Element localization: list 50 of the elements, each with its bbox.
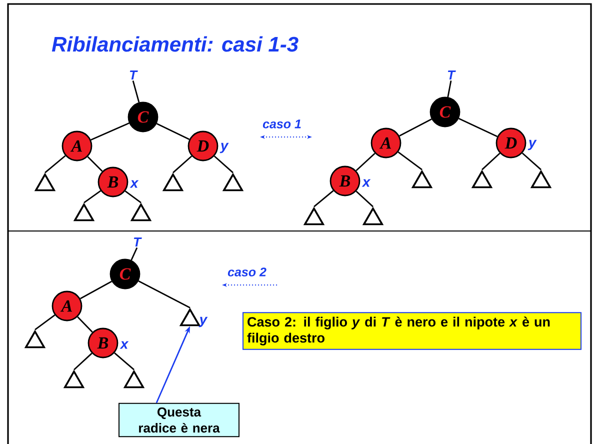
tree-edge — [447, 80, 452, 98]
case-label: caso 2 — [228, 268, 266, 276]
tree-node: B — [88, 328, 118, 358]
tree-edge — [214, 156, 234, 174]
variable-label: x — [362, 179, 371, 187]
tree-edge — [398, 152, 422, 170]
variable-label: y — [220, 142, 229, 154]
tree-edge — [44, 155, 66, 174]
tree-edge — [156, 122, 190, 140]
tree-edge — [90, 122, 130, 141]
tree-edge — [138, 280, 190, 308]
tree-edge — [314, 190, 334, 208]
root-label: T — [130, 70, 138, 80]
root-label: T — [448, 70, 456, 80]
tree-node: D — [496, 128, 526, 158]
tree-node: B — [330, 166, 360, 196]
note-box: Caso 2: il figlio y di T è nero e il nipote x è un filgio destro — [242, 312, 582, 350]
tree-node: C — [430, 96, 460, 128]
tree-edge — [522, 152, 542, 170]
tree-edge — [77, 316, 93, 333]
tree-edge — [356, 190, 374, 208]
tree-edge — [84, 190, 102, 204]
tree-node: C — [110, 258, 140, 290]
variable-label: y — [198, 316, 208, 328]
callout-box: Questa radice è nera — [118, 402, 240, 438]
tree-edge — [130, 247, 138, 260]
tree-edge — [74, 352, 92, 370]
tree-node: B — [98, 166, 128, 198]
tree-edge — [80, 280, 112, 300]
slide-title: Ribilanciamenti: casi 1-3 — [52, 36, 298, 52]
tree-edge — [458, 118, 498, 138]
tree-edge — [132, 80, 140, 103]
tree-edge — [114, 352, 134, 370]
tree-node: A — [62, 130, 92, 162]
tree-node: D — [188, 130, 218, 162]
root-label: T — [134, 238, 142, 246]
variable-label: y — [528, 140, 537, 150]
tree-edge — [399, 118, 432, 137]
tree-edge — [87, 156, 103, 172]
tree-edge — [356, 152, 376, 172]
tree-edge — [34, 314, 56, 330]
tree-node: A — [370, 128, 402, 158]
tree-node: C — [128, 102, 158, 132]
tree-edge — [124, 190, 142, 204]
tree-node: A — [52, 290, 82, 322]
variable-label: x — [120, 341, 129, 349]
case-label: caso 1 — [262, 120, 301, 128]
tree-edge — [482, 152, 500, 170]
variable-label: x — [130, 180, 139, 188]
tree-edge — [172, 156, 192, 174]
